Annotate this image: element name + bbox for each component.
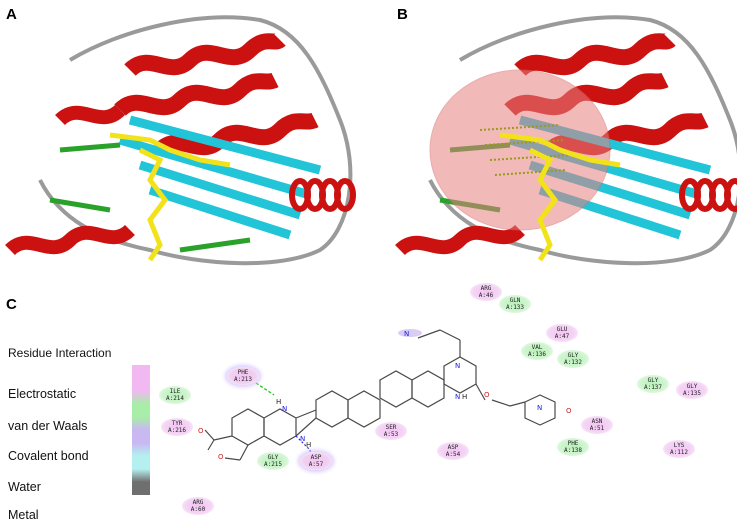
- residue-name: GLY: [267, 454, 279, 461]
- atom-h-4: H: [462, 393, 467, 401]
- atom-o-3: O: [198, 427, 204, 435]
- atom-o-1: O: [484, 391, 490, 399]
- ring-2: [263, 408, 297, 446]
- residue-name: ARG: [192, 499, 204, 506]
- atom-n-4: N: [455, 393, 460, 401]
- residue-id: A:216: [167, 427, 187, 434]
- residue-name: GLN: [509, 297, 521, 304]
- atom-n-5: N: [404, 330, 409, 338]
- legend-color-bar: [132, 365, 150, 495]
- atom-o-2: O: [566, 407, 572, 415]
- residue-name: GLY: [567, 352, 579, 359]
- atom-n-6: N: [537, 404, 542, 412]
- legend-title: Residue Interaction: [8, 346, 112, 360]
- residue-id: A:138: [563, 447, 583, 454]
- residue-id: A:213: [233, 376, 253, 383]
- atom-h-1: H: [276, 398, 281, 406]
- residue-id: A:53: [383, 431, 399, 438]
- residue-id: A:214: [165, 395, 185, 402]
- residue-id: A:46: [478, 292, 494, 299]
- atom-h-2: H: [306, 441, 311, 449]
- residue-name: TYR: [171, 420, 183, 427]
- atom-n-3: N: [455, 362, 460, 370]
- residue-name: ARG: [480, 285, 492, 292]
- residue-name: VAL: [531, 344, 543, 351]
- ring-5: [379, 370, 413, 408]
- atom-n-1: N: [282, 405, 287, 413]
- residue-name: GLY: [647, 377, 659, 384]
- ring-6: [411, 370, 445, 408]
- residue-id: A:133: [505, 304, 525, 311]
- residue-name: ASN: [591, 418, 603, 425]
- residue-name: ASP: [310, 454, 322, 461]
- residue-id: A:57: [308, 461, 324, 468]
- residue-name: ILE: [169, 388, 181, 395]
- residue-name: GLU: [556, 326, 568, 333]
- ring-3: [315, 390, 349, 428]
- legend-label-vdw: van der Waals: [8, 419, 88, 433]
- panel-c-label: C: [6, 296, 17, 313]
- residue-id: A:60: [190, 506, 206, 513]
- residue-name: LYS: [673, 442, 685, 449]
- residue-id: A:136: [527, 351, 547, 358]
- legend-label-water: Water: [8, 480, 41, 494]
- residue-id: A:132: [563, 359, 583, 366]
- residue-name: GLY: [686, 383, 698, 390]
- residue-id: A:47: [554, 333, 570, 340]
- residue-id: A:51: [589, 425, 605, 432]
- panel-a-label: A: [6, 6, 17, 23]
- residue-name: PHE: [237, 369, 249, 376]
- legend-label-covalent: Covalent bond: [8, 449, 89, 463]
- protein-structure-b: [395, 15, 737, 266]
- residue-name: SER: [385, 424, 397, 431]
- residue-id: A:54: [445, 451, 461, 458]
- residue-id: A:137: [643, 384, 663, 391]
- atom-n-2: N: [300, 435, 305, 443]
- ring-4: [347, 390, 381, 428]
- legend-label-electrostatic: Electrostatic: [8, 387, 77, 401]
- residue-id: A:112: [669, 449, 689, 456]
- legend-label-metal: Metal: [8, 508, 39, 522]
- atom-o-4: O: [218, 453, 224, 461]
- residue-name: ASP: [447, 444, 459, 451]
- ring-1: [231, 408, 265, 446]
- residue-id: A:215: [263, 461, 283, 468]
- residue-id: A:135: [682, 390, 702, 397]
- protein-structure-a: [5, 15, 356, 266]
- residue-name: PHE: [567, 440, 579, 447]
- panel-b-label: B: [397, 6, 408, 23]
